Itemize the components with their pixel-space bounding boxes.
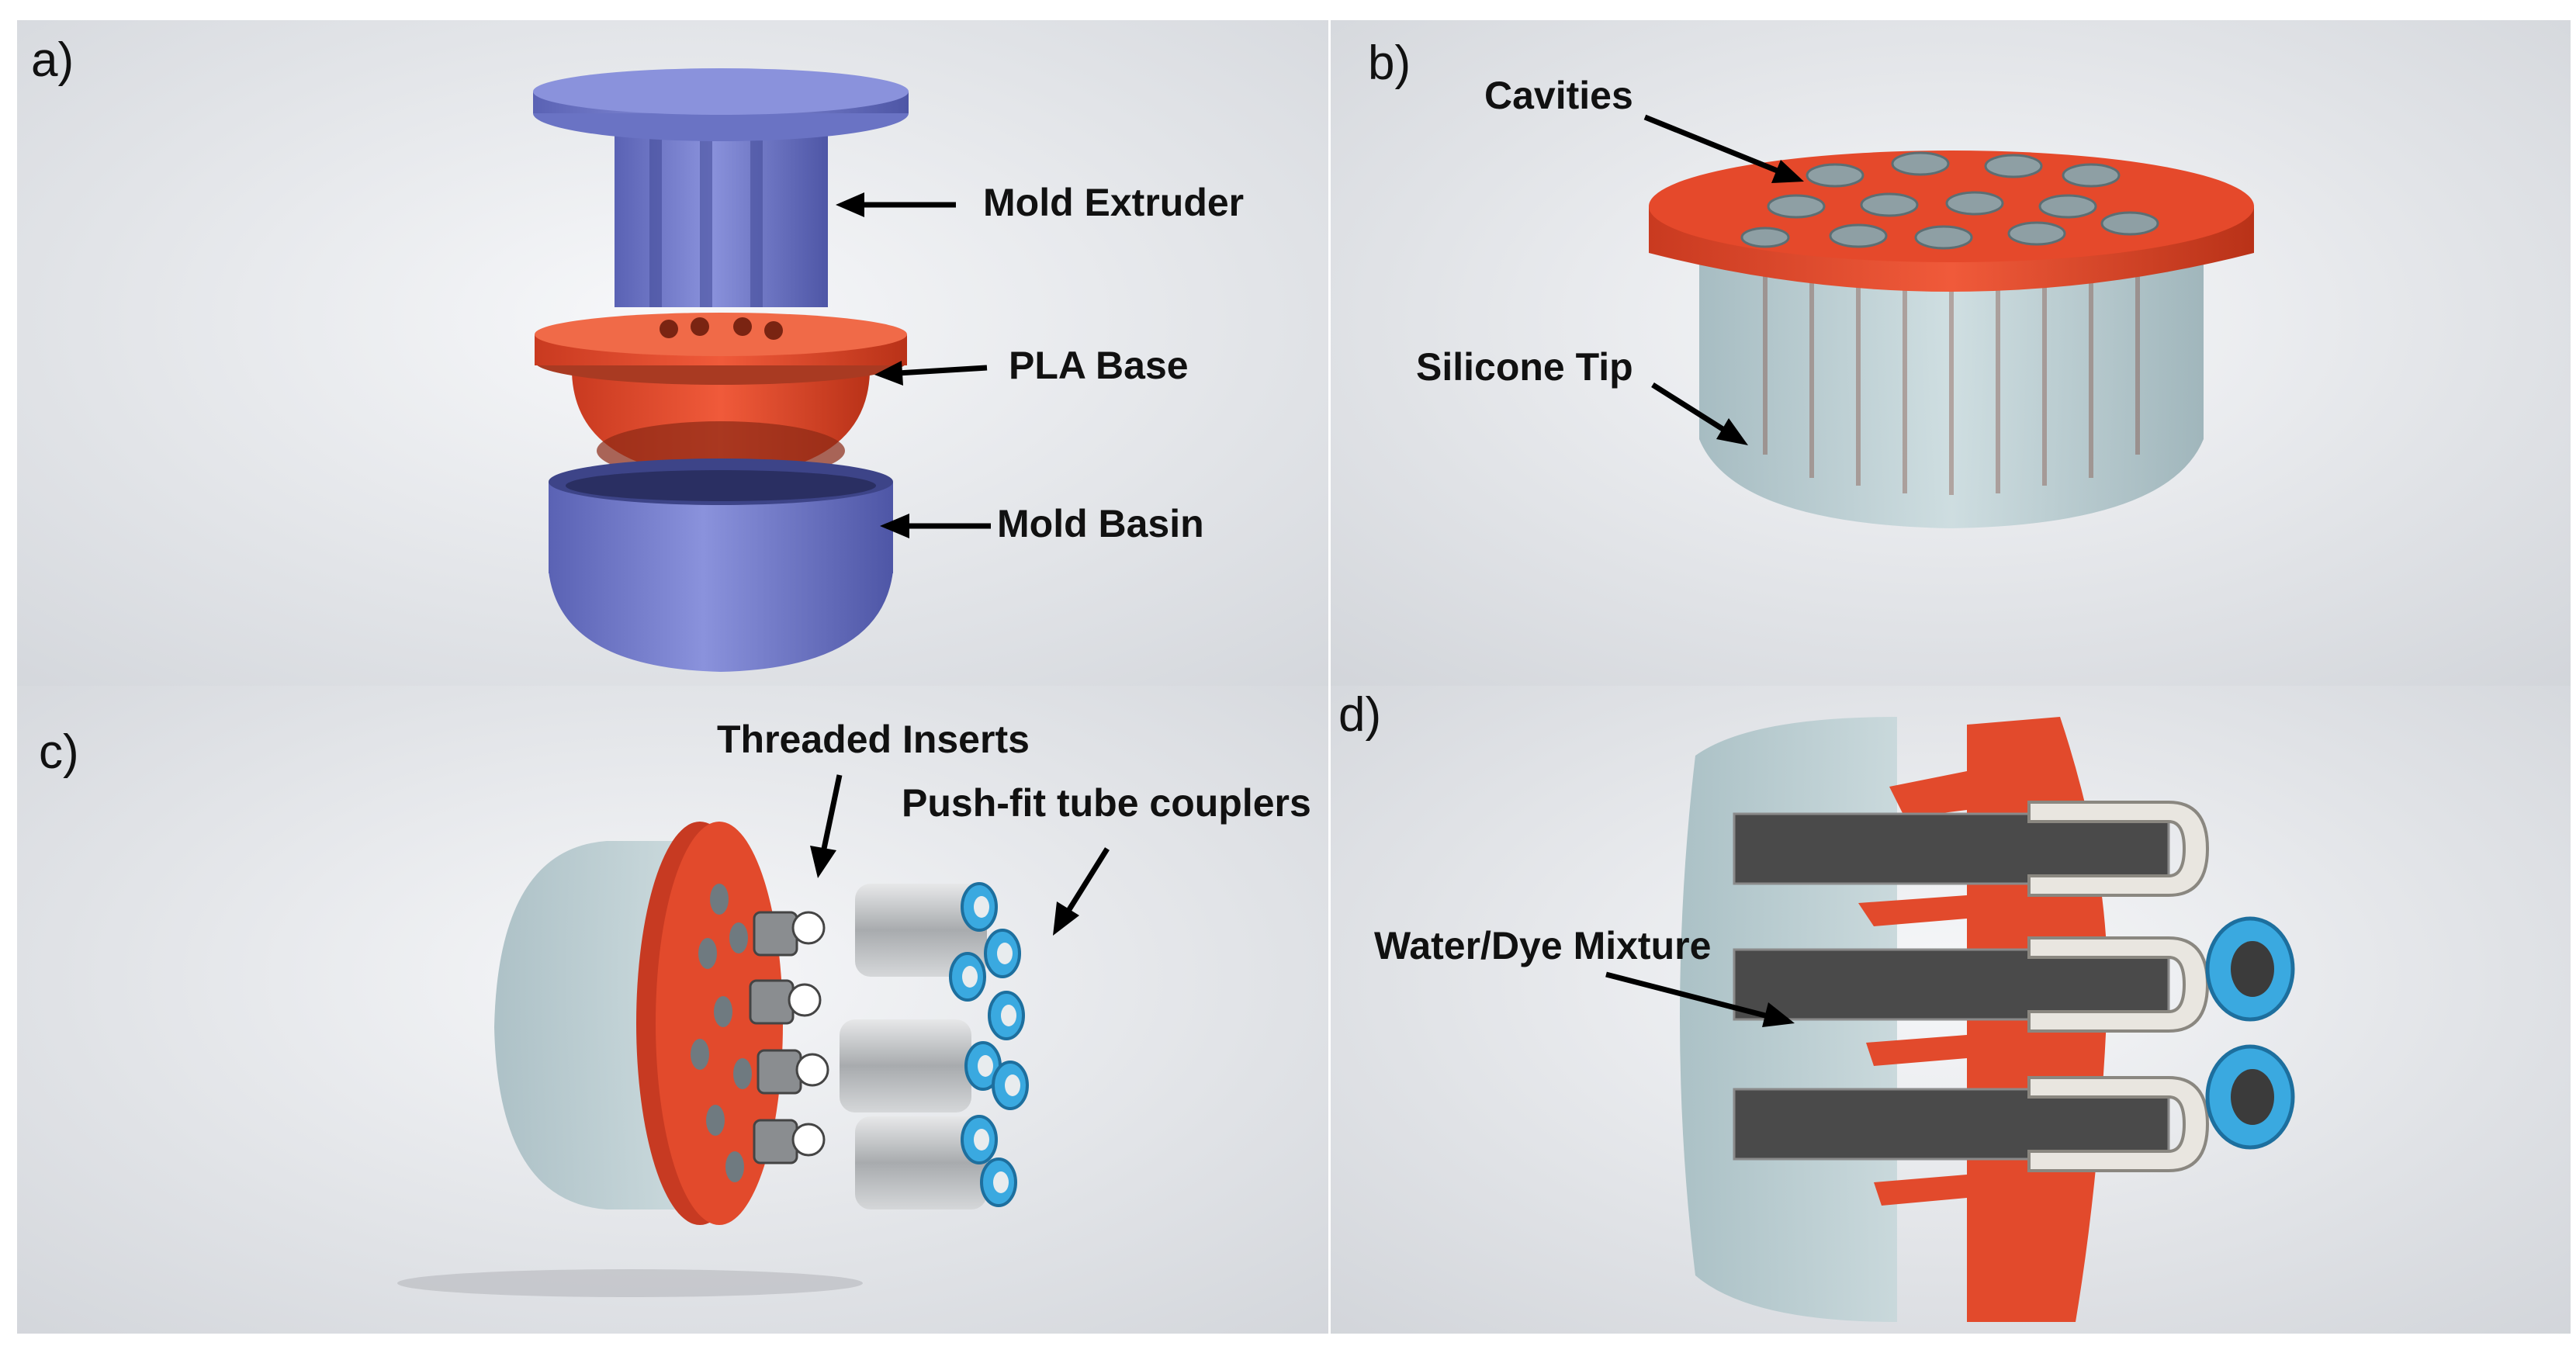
label-push-fit-couplers: Push-fit tube couplers: [902, 781, 1311, 825]
mold-assembly-illustration: [533, 68, 991, 672]
arrow-mold-basin: [880, 514, 991, 538]
panel-b-letter: b): [1368, 36, 1411, 90]
coupler-assembly-illustration: [494, 774, 1110, 1225]
arrow-silicone-tip: [1651, 382, 1748, 445]
arrow-pla-base: [874, 361, 988, 386]
label-pla-base: PLA Base: [1009, 344, 1189, 387]
silicone-tip: [1699, 261, 2204, 528]
label-mold-extruder: Mold Extruder: [983, 181, 1245, 224]
arrow-cavities: [1643, 114, 1804, 183]
pla-plate-side: [636, 822, 783, 1225]
coupler-ring-holes: [2231, 941, 2274, 1125]
label-silicone-tip: Silicone Tip: [1416, 345, 1633, 389]
panel-d: d) Water/Dye Mixture: [1331, 686, 2571, 1334]
panel-c: c) Threaded Inserts Push-fit tube couple…: [17, 686, 1328, 1334]
dye-channels: [1733, 812, 2170, 1161]
panel-b: b) Cavities Silicone Tip: [1331, 20, 2571, 686]
arrow-threaded-inserts: [810, 774, 843, 878]
push-fit-couplers: [840, 882, 1029, 1209]
panel-a-letter: a): [31, 33, 74, 87]
panel-a: a) Mold Extruder PLA Base Mold Basin: [17, 20, 1328, 686]
pla-base: [535, 313, 907, 480]
threaded-inserts: [749, 911, 829, 1164]
label-water-dye-mixture: Water/Dye Mixture: [1374, 924, 1712, 967]
panel-d-letter: d): [1338, 688, 1382, 742]
insert-sleeves: [2027, 801, 2210, 1172]
panel-c-letter: c): [39, 725, 79, 779]
silicone-tip-illustration: [1643, 114, 2254, 528]
mold-extruder: [533, 68, 909, 307]
label-threaded-inserts: Threaded Inserts: [717, 718, 1030, 761]
pla-top-plate: [1649, 151, 2254, 292]
cavities: [1740, 151, 2159, 250]
label-cavities: Cavities: [1484, 74, 1633, 117]
arrow-mold-extruder: [836, 192, 956, 217]
arrow-push-fit-couplers: [1053, 847, 1110, 936]
label-mold-basin: Mold Basin: [997, 502, 1204, 545]
mold-basin: [549, 458, 893, 672]
cross-section-illustration: [1605, 717, 2295, 1322]
arrow-water-dye-mixture: [1605, 971, 1795, 1027]
